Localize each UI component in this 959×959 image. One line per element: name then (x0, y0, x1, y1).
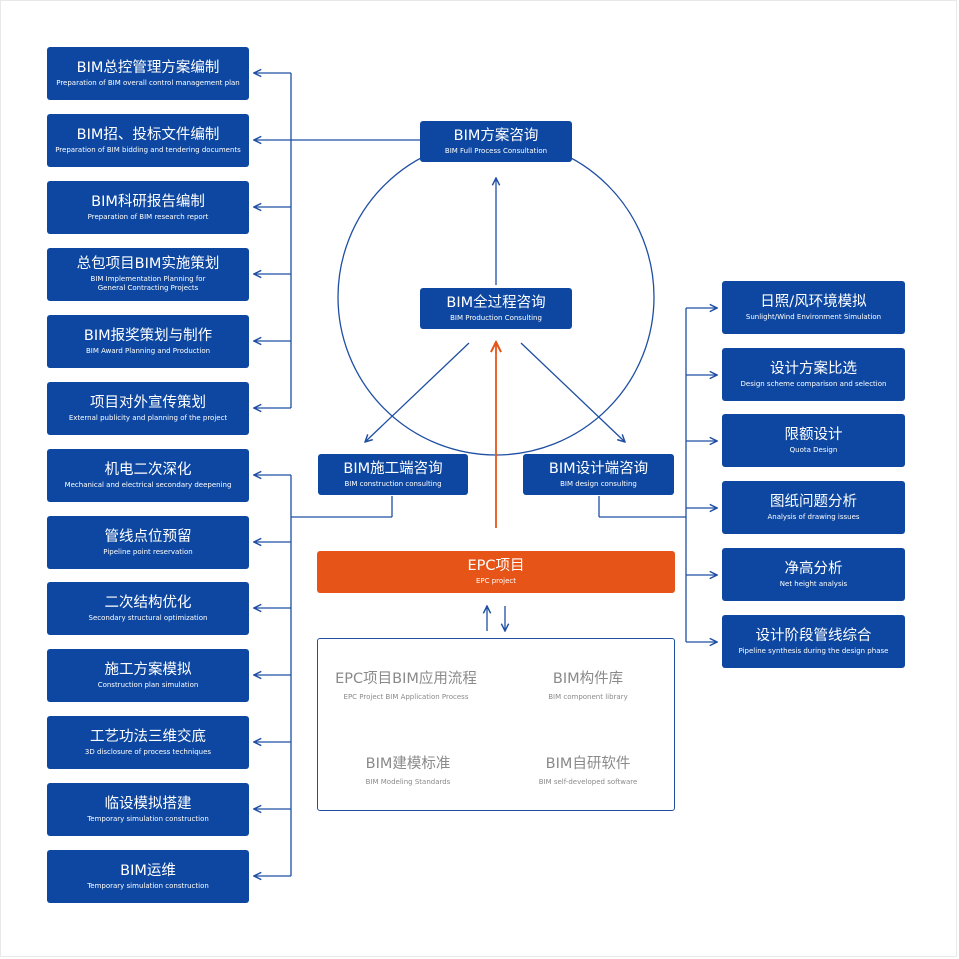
box-subtitle: Secondary structural optimization (88, 613, 208, 622)
box-title: BIM报奖策划与制作 (83, 327, 213, 344)
panel-item-subtitle: BIM self-developed software (538, 778, 638, 786)
epc-resources-panel: EPC项目BIM应用流程 EPC Project BIM Application… (317, 638, 675, 811)
panel-item-subtitle: EPC Project BIM Application Process (343, 693, 469, 701)
box-title: BIM招、投标文件编制 (76, 126, 220, 143)
box-subtitle: Preparation of BIM overall control manag… (56, 78, 240, 87)
box-title: 工艺功法三维交底 (90, 728, 206, 745)
left-box-implementation-planning[interactable]: 总包项目BIM实施策划 BIM Implementation Planning … (47, 248, 249, 301)
box-title: BIM总控管理方案编制 (76, 59, 220, 76)
box-title: BIM科研报告编制 (91, 193, 205, 210)
box-title: 日照/风环境模拟 (760, 293, 867, 310)
design-consulting-node[interactable]: BIM设计端咨询 BIM design consulting (523, 454, 674, 495)
left-box-award-planning[interactable]: BIM报奖策划与制作 BIM Award Planning and Produc… (47, 315, 249, 368)
node-subtitle: EPC project (475, 577, 517, 585)
epc-project-node[interactable]: EPC项目 EPC project (317, 551, 675, 593)
node-title: BIM设计端咨询 (548, 460, 649, 477)
box-subtitle: Temporary simulation construction (87, 881, 209, 890)
box-subtitle: Preparation of BIM bidding and tendering… (55, 145, 241, 154)
box-title: 图纸问题分析 (770, 493, 857, 510)
box-title: 限额设计 (784, 426, 843, 443)
full-process-consulting-node[interactable]: BIM全过程咨询 BIM Production Consulting (420, 288, 572, 329)
left-box-temporary-construction[interactable]: 临设模拟搭建 Temporary simulation construction (47, 783, 249, 836)
panel-item-subtitle: BIM Modeling Standards (365, 778, 451, 786)
node-subtitle: BIM Full Process Consultation (444, 146, 548, 155)
box-subtitle: Pipeline synthesis during the design pha… (738, 646, 889, 655)
box-title: 临设模拟搭建 (104, 795, 192, 812)
right-box-net-height[interactable]: 净高分析 Net height analysis (722, 548, 905, 601)
box-subtitle: Preparation of BIM research report (87, 212, 209, 221)
left-box-construction-simulation[interactable]: 施工方案模拟 Construction plan simulation (47, 649, 249, 702)
panel-item-application-process: EPC项目BIM应用流程 EPC Project BIM Application… (318, 670, 494, 702)
panel-item-modeling-standards: BIM建模标准 BIM Modeling Standards (358, 755, 458, 787)
box-subtitle: Pipeline point reservation (103, 547, 193, 556)
panel-item-subtitle: BIM component library (548, 693, 628, 701)
box-subtitle: 3D disclosure of process techniques (84, 747, 212, 756)
panel-item-title: BIM建模标准 (365, 756, 451, 772)
box-title: 二次结构优化 (104, 594, 192, 611)
node-title: BIM方案咨询 (453, 127, 539, 144)
left-box-pipeline-reservation[interactable]: 管线点位预留 Pipeline point reservation (47, 516, 249, 569)
right-box-scheme-comparison[interactable]: 设计方案比选 Design scheme comparison and sele… (722, 348, 905, 401)
right-box-sunlight-wind[interactable]: 日照/风环境模拟 Sunlight/Wind Environment Simul… (722, 281, 905, 334)
panel-item-title: EPC项目BIM应用流程 (335, 671, 477, 687)
scheme-consulting-node[interactable]: BIM方案咨询 BIM Full Process Consultation (420, 121, 572, 162)
box-title: 总包项目BIM实施策划 (76, 256, 220, 272)
left-box-structural-optimization[interactable]: 二次结构优化 Secondary structural optimization (47, 582, 249, 635)
box-subtitle: Sunlight/Wind Environment Simulation (745, 312, 882, 321)
box-subtitle: Mechanical and electrical secondary deep… (64, 480, 232, 489)
box-subtitle: BIM Implementation Planning for General … (90, 275, 206, 292)
node-subtitle: BIM design consulting (560, 479, 637, 488)
node-subtitle: BIM construction consulting (344, 479, 442, 488)
panel-item-self-developed-software: BIM自研软件 BIM self-developed software (518, 755, 658, 787)
box-title: 设计阶段管线综合 (755, 627, 872, 644)
left-box-bim-operations[interactable]: BIM运维 Temporary simulation construction (47, 850, 249, 903)
left-box-mep-deepening[interactable]: 机电二次深化 Mechanical and electrical seconda… (47, 449, 249, 502)
box-subtitle: Analysis of drawing issues (767, 512, 860, 521)
box-title: 施工方案模拟 (104, 661, 192, 678)
panel-item-component-library: BIM构件库 BIM component library (498, 670, 678, 702)
box-title: 设计方案比选 (770, 360, 857, 377)
left-box-bidding-documents[interactable]: BIM招、投标文件编制 Preparation of BIM bidding a… (47, 114, 249, 167)
node-title: EPC项目 (467, 558, 525, 574)
left-box-external-publicity[interactable]: 项目对外宣传策划 External publicity and planning… (47, 382, 249, 435)
right-box-quota-design[interactable]: 限额设计 Quota Design (722, 414, 905, 467)
box-title: 管线点位预留 (104, 528, 192, 545)
left-box-bim-control-plan[interactable]: BIM总控管理方案编制 Preparation of BIM overall c… (47, 47, 249, 100)
right-box-pipeline-synthesis[interactable]: 设计阶段管线综合 Pipeline synthesis during the d… (722, 615, 905, 668)
left-box-3d-disclosure[interactable]: 工艺功法三维交底 3D disclosure of process techni… (47, 716, 249, 769)
box-title: BIM运维 (120, 862, 176, 879)
box-title: 项目对外宣传策划 (90, 394, 206, 411)
box-subtitle: Temporary simulation construction (87, 814, 209, 823)
box-title: 机电二次深化 (104, 461, 192, 478)
box-subtitle: Design scheme comparison and selection (740, 379, 887, 388)
node-title: BIM全过程咨询 (446, 294, 546, 311)
node-subtitle: BIM Production Consulting (450, 313, 542, 322)
box-subtitle: Net height analysis (779, 579, 848, 588)
box-subtitle: Quota Design (789, 445, 838, 454)
panel-item-title: BIM构件库 (552, 671, 624, 687)
box-subtitle: External publicity and planning of the p… (68, 413, 228, 422)
box-title: 净高分析 (784, 560, 843, 577)
panel-item-title: BIM自研软件 (545, 756, 631, 772)
node-title: BIM施工端咨询 (343, 460, 443, 477)
construction-consulting-node[interactable]: BIM施工端咨询 BIM construction consulting (318, 454, 468, 495)
box-subtitle: Construction plan simulation (97, 680, 199, 689)
box-subtitle: BIM Award Planning and Production (85, 346, 211, 355)
right-box-drawing-issues[interactable]: 图纸问题分析 Analysis of drawing issues (722, 481, 905, 534)
left-box-research-report[interactable]: BIM科研报告编制 Preparation of BIM research re… (47, 181, 249, 234)
